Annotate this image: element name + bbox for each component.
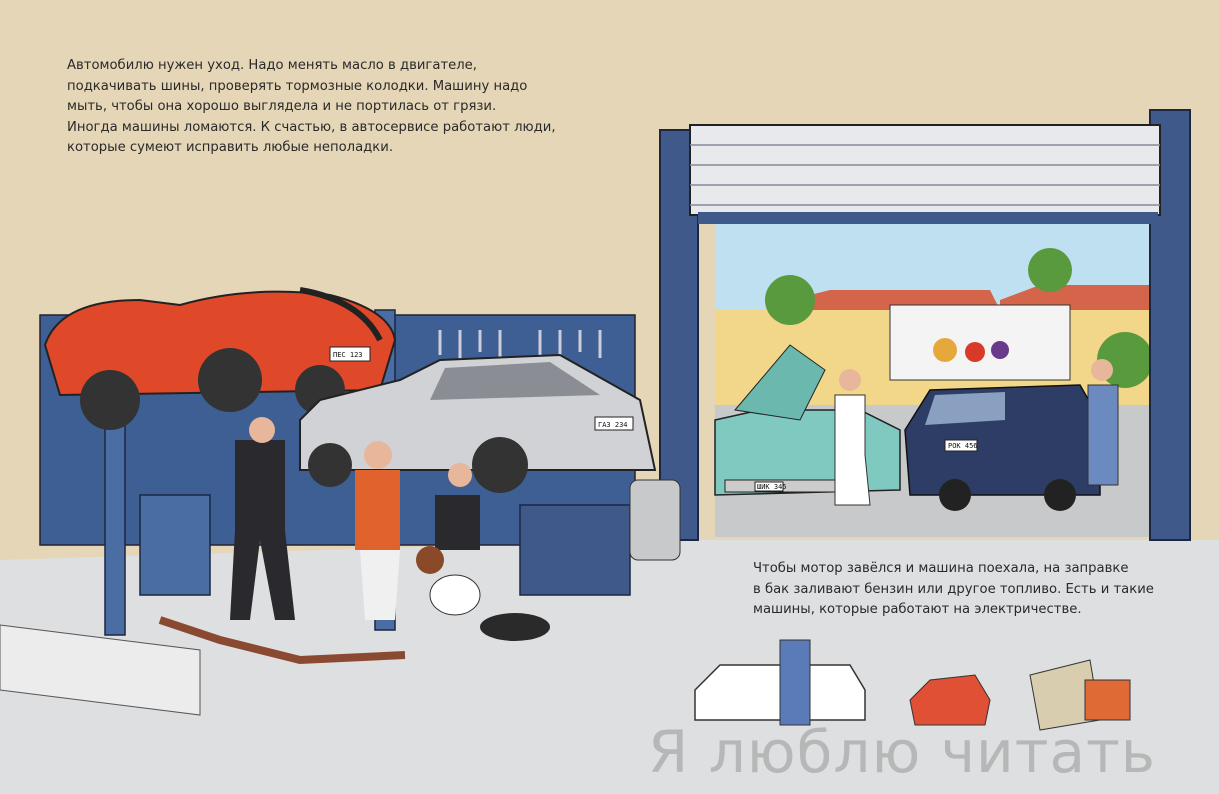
- blue-car: РОК 456: [904, 384, 1101, 511]
- fuel-line: Чтобы мотор завёлся и машина поехала, на…: [753, 561, 1129, 576]
- red-car: ПЕС 123: [43, 287, 397, 430]
- intro-line: подкачивать шины, проверять тормозные ко…: [67, 78, 528, 94]
- mechanics: [230, 359, 1119, 620]
- tire: [480, 613, 550, 641]
- plank: [0, 624, 201, 716]
- fuel-line: машины, которые работают на электричеств…: [753, 602, 1082, 617]
- intro-line: Иногда машины ломаются. К счастью, в авт…: [67, 119, 556, 135]
- floor: [0, 540, 1219, 794]
- intro-paragraph: Автомобилю нужен уход. Надо менять масло…: [67, 56, 556, 159]
- dog: [416, 546, 481, 616]
- blue-car-plate: РОК 456: [948, 442, 978, 450]
- exhaust-pipe: [158, 616, 406, 665]
- fuel-line: в бак заливают бензин или другое топливо…: [753, 581, 1154, 597]
- red-car-plate: ПЕС 123: [333, 351, 363, 359]
- fuel-vignettes: [694, 639, 1131, 731]
- intro-line: мыть, чтобы она хорошо выглядела и не по…: [67, 99, 497, 114]
- silver-car: ГАЗ 234: [299, 353, 657, 493]
- intro-line: Автомобилю нужен уход. Надо менять масло…: [67, 58, 477, 73]
- silver-car-plate: ГАЗ 234: [598, 421, 628, 429]
- watermark: Я люблю читать: [648, 718, 1156, 786]
- intro-line: которые сумеют исправить любые неполадки…: [67, 140, 394, 155]
- fuel-paragraph: Чтобы мотор завёлся и машина поехала, на…: [753, 559, 1154, 621]
- green-car-plate: ШИК 345: [757, 483, 787, 491]
